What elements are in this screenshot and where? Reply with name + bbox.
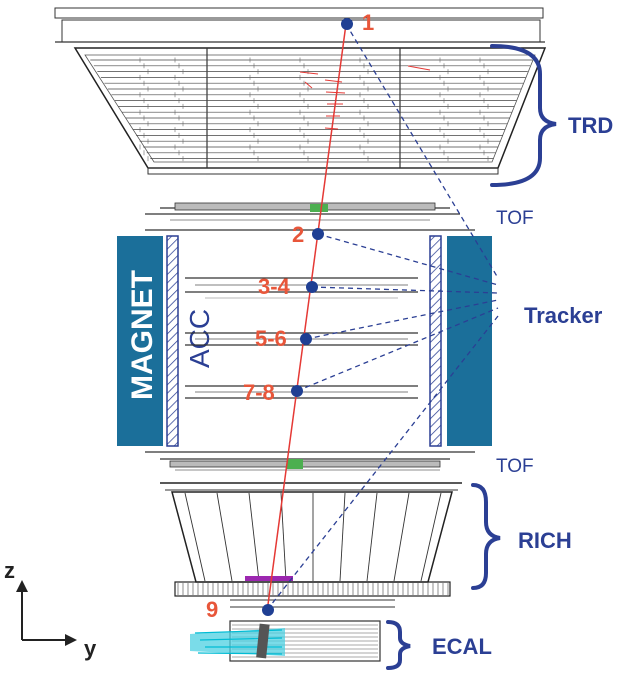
tof-bottom-label: TOF <box>496 456 534 477</box>
z-arrow-icon <box>16 580 28 592</box>
rich-brace <box>471 483 501 590</box>
trd-hits <box>299 65 431 130</box>
rich-label: RICH <box>518 528 572 553</box>
trd-brace <box>490 44 557 187</box>
layer-label-5-6: 5-6 <box>255 326 287 351</box>
layer-label-7-8: 7-8 <box>243 380 275 405</box>
magnet-label: MAGNET <box>126 270 159 400</box>
tof-bottom-hit <box>287 459 303 469</box>
tof-bottom-detector <box>145 451 475 471</box>
layer-label-1: 1 <box>362 10 374 35</box>
rich-detector <box>160 482 462 608</box>
layer-label-3-4: 3-4 <box>258 274 291 299</box>
ecal-label: ECAL <box>432 634 492 659</box>
magnet: MAGNET <box>117 236 492 446</box>
hit-layer-5-6 <box>300 333 312 345</box>
acc-counters: ACC <box>166 235 442 447</box>
rich-mirror-line <box>216 492 233 582</box>
y-axis-label: y <box>84 636 97 661</box>
trd-detector <box>54 7 547 175</box>
rich-mirror-line <box>280 492 287 582</box>
rich-mirror-line <box>184 492 206 582</box>
particle-track <box>266 23 347 613</box>
y-arrow-icon <box>65 634 77 646</box>
ecal-brace <box>386 620 411 670</box>
acc-label: ACC <box>184 309 215 368</box>
rich-pmt-plane <box>177 583 449 595</box>
tracker-label: Tracker <box>524 303 603 328</box>
rich-mirror-line <box>420 492 442 582</box>
hit-layer-2 <box>312 228 324 240</box>
tof-top-detector <box>145 202 475 231</box>
hit-layer-7-8 <box>291 385 303 397</box>
hit-layer-9 <box>262 604 274 616</box>
layer-label-2: 2 <box>292 222 304 247</box>
tof-top-label: TOF <box>496 208 534 229</box>
rich-mirror-line <box>366 492 378 582</box>
rich-ring-hit <box>245 576 293 581</box>
z-axis-label: z <box>4 558 15 583</box>
rich-mirror-line <box>393 492 410 582</box>
trd-label: TRD <box>568 113 613 138</box>
ecal-shower <box>190 623 285 659</box>
axes-indicator: z y <box>4 558 97 661</box>
layer-label-9: 9 <box>206 597 218 622</box>
leader-lines <box>266 23 499 611</box>
rich-mirror-line <box>339 492 346 582</box>
tof-top-hit <box>310 204 328 212</box>
ecal-detector <box>190 620 381 662</box>
rich-mirror-line <box>248 492 260 582</box>
rich-radiator-lines <box>184 492 442 582</box>
hit-layer-3-4 <box>306 281 318 293</box>
trd-straw-layers <box>90 57 533 162</box>
hit-layer-1 <box>341 18 353 30</box>
